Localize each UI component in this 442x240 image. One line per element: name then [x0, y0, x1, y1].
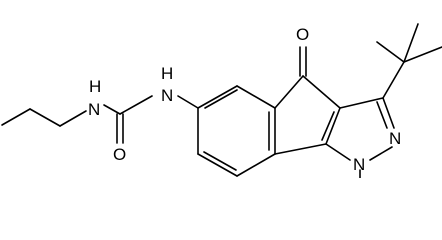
bond-c3-n2-2 [376, 101, 388, 129]
bond-benz-c1-c2 [197, 85, 238, 109]
bond-nh-carbonyl [103, 104, 121, 115]
atom-h-nh-aryl: H [161, 64, 173, 83]
bond-benz-c4-c5 [236, 153, 276, 177]
atom-n-nh-aryl: N [161, 86, 173, 105]
bond-propyl-ch2-ch2 [29, 108, 61, 127]
bond-tbu-me-1 [376, 41, 405, 63]
bond-c3-tbu [382, 61, 405, 99]
bond-benz-c1-c2-inner [204, 89, 238, 109]
bond-tbu-me-3 [403, 23, 419, 63]
bond-carbonyl-nh-aryl [119, 95, 153, 115]
atom-n-nh-propyl: N [88, 100, 100, 119]
bond-benz-c2-c3 [236, 85, 276, 109]
atom-n-pyrazole-2: N [389, 129, 401, 148]
bond-c3-n2-1 [382, 97, 395, 129]
molecule-svg: O O H N H N N N [1, 23, 442, 178]
atom-h-nh-propyl: H [89, 77, 101, 96]
atom-n-pyrazole-1: N [353, 155, 365, 174]
bond-ketone-c4 [302, 75, 341, 109]
bond-n2-n1 [369, 146, 393, 161]
bond-c3a-c4-ketone [274, 75, 304, 109]
bond-c8b-c8a [274, 143, 327, 155]
bond-benz-c5-c6-inner [203, 151, 237, 171]
bond-c4a-c8b-inner [321, 111, 335, 141]
bond-c4a-c3 [339, 97, 384, 109]
bond-propyl-ch3-ch2 [1, 108, 31, 126]
bond-tbu-me-2 [403, 46, 442, 63]
structure-diagram: O O H N H N N N [1, 23, 442, 178]
bond-nh-aryl-ring [177, 95, 199, 109]
atom-o-ketone: O [296, 25, 309, 44]
atom-o-urea: O [113, 145, 126, 164]
bond-n1-c8b [325, 143, 351, 161]
bond-c4a-c8b [325, 107, 341, 145]
bond-benz-c5-c6 [197, 153, 238, 177]
bond-propyl-ch2-nh [59, 110, 87, 127]
